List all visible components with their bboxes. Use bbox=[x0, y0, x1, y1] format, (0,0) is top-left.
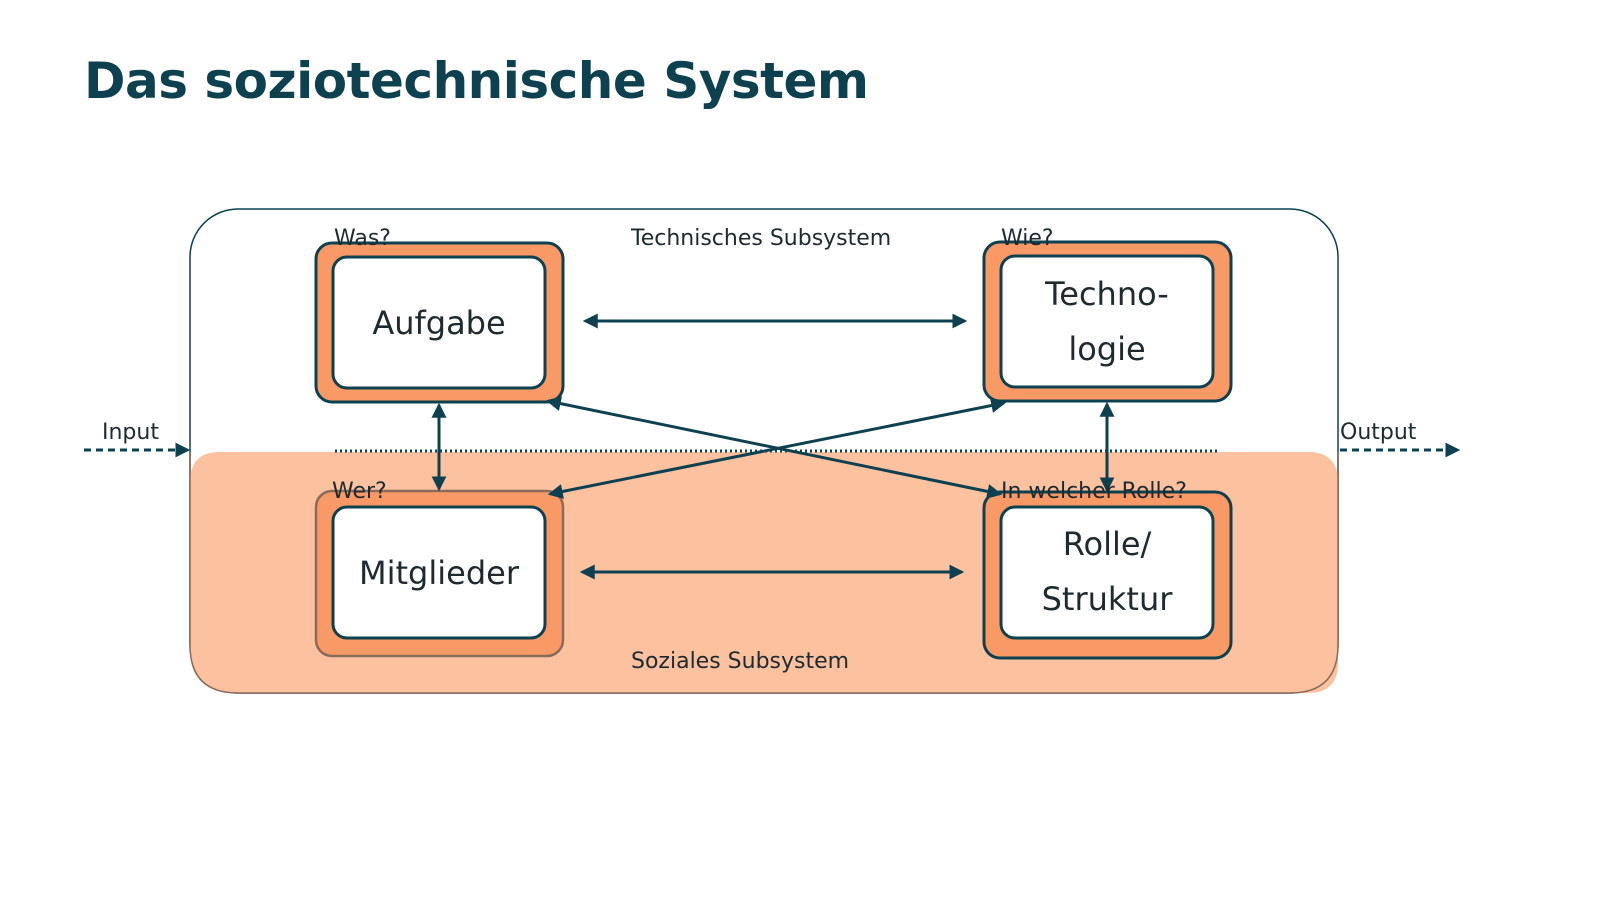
arrow-technologie-mitglieder bbox=[547, 398, 1007, 499]
technical-subsystem-label: Technisches Subsystem bbox=[630, 226, 891, 251]
technologie-label-line1: Techno- bbox=[1044, 275, 1169, 313]
rolle-box: Rolle/ Struktur bbox=[982, 490, 1233, 660]
technologie-label-line2: logie bbox=[1068, 330, 1145, 368]
rolle-question: In welcher Rolle? bbox=[1001, 479, 1187, 504]
mitglieder-question: Wer? bbox=[332, 479, 387, 504]
aufgabe-box: Aufgabe bbox=[314, 241, 565, 404]
page-title: Das soziotechnische System bbox=[84, 52, 869, 110]
technologie-box: Techno- logie bbox=[982, 240, 1233, 403]
rolle-label-line2: Struktur bbox=[1042, 580, 1174, 618]
aufgabe-question: Was? bbox=[334, 226, 391, 251]
mitglieder-box: Mitglieder bbox=[314, 489, 565, 658]
input-label: Input bbox=[102, 420, 159, 445]
mitglieder-label: Mitglieder bbox=[359, 554, 520, 592]
social-subsystem-label: Soziales Subsystem bbox=[631, 649, 849, 674]
technologie-question: Wie? bbox=[1001, 226, 1054, 251]
output-label: Output bbox=[1340, 420, 1417, 445]
aufgabe-label: Aufgabe bbox=[372, 304, 505, 342]
rolle-label-line1: Rolle/ bbox=[1063, 525, 1152, 563]
